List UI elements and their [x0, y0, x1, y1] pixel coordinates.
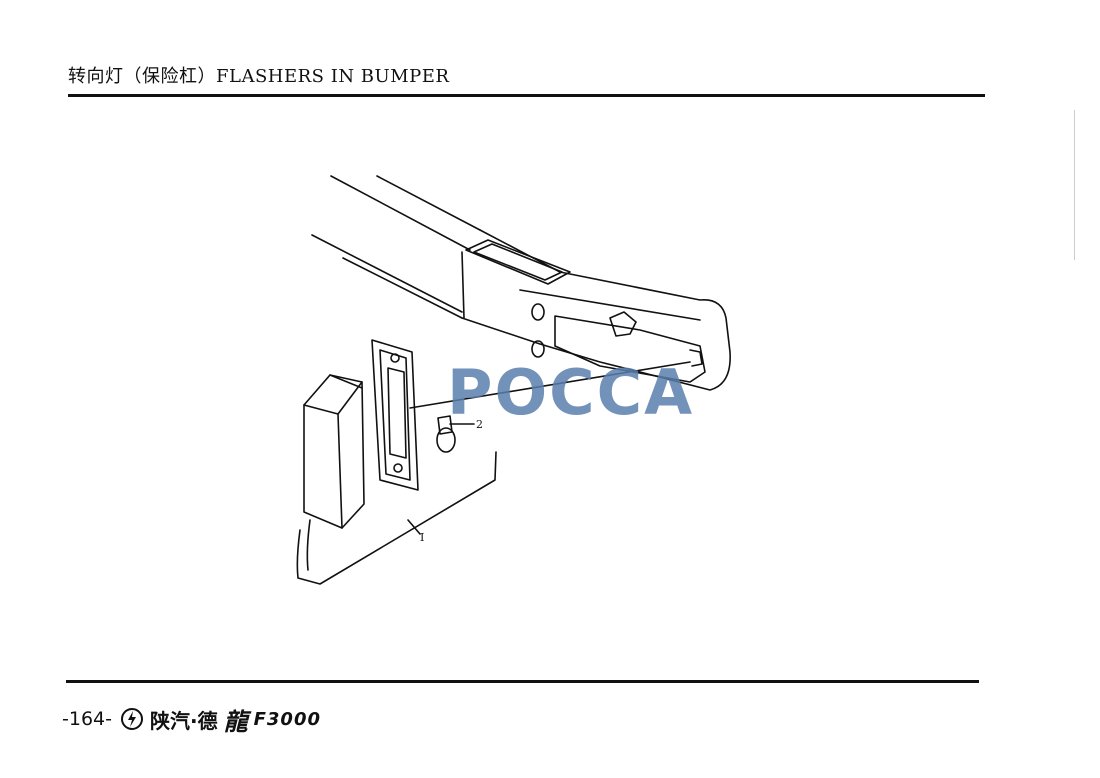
header-divider [68, 94, 985, 97]
brand-name: 陕汽·德 [149, 708, 218, 733]
callout-label: 2 [476, 418, 483, 431]
footer-divider [66, 680, 979, 683]
footer: -164- 陕汽·德 龍 F3000 [62, 704, 321, 736]
callout-label: I [420, 531, 425, 544]
page-title: 转向灯（保险杠）FLASHERS IN BUMPER [68, 66, 450, 87]
page-number: -164- [62, 708, 112, 730]
model-name: F3000 [253, 708, 321, 730]
page-edge-mark [1074, 110, 1075, 260]
shaanxi-logo-icon [120, 708, 143, 730]
brand-dragon: 龍 [223, 706, 248, 736]
watermark-text: POCCA [447, 356, 695, 429]
